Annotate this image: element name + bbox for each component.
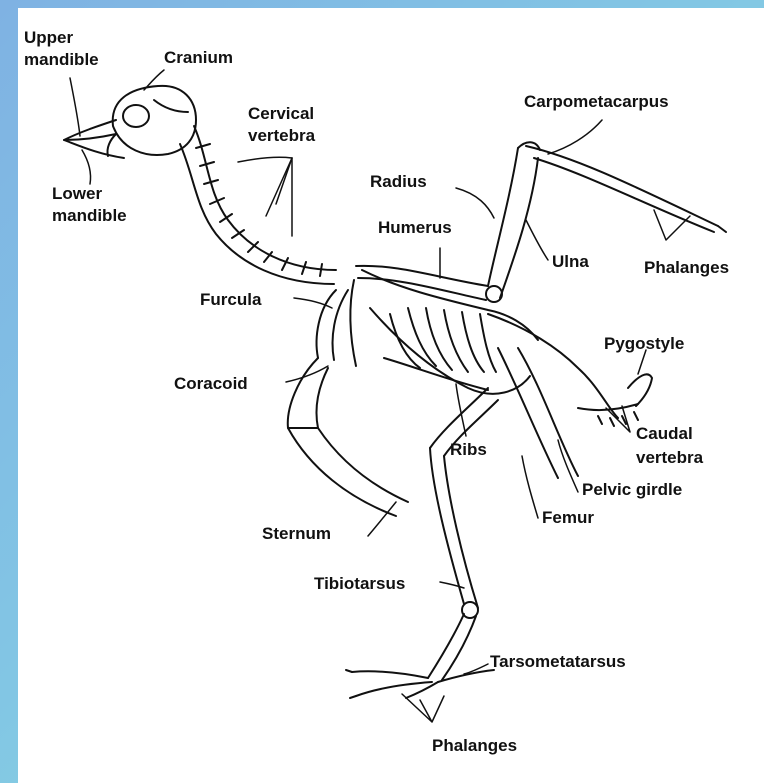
pygostyle-label: Pygostyle <box>604 334 684 354</box>
caudal-vertebra-label-line1: Caudal <box>636 424 693 444</box>
upper-mandible-label-line1: Upper <box>24 28 73 48</box>
carpometacarpus-label: Carpometacarpus <box>524 92 669 112</box>
phalanges-wing-label: Phalanges <box>644 258 729 278</box>
furcula-label: Furcula <box>200 290 261 310</box>
pelvic-girdle-label: Pelvic girdle <box>582 480 682 500</box>
tibiotarsus-label: Tibiotarsus <box>314 574 405 594</box>
radius-label: Radius <box>370 172 427 192</box>
skull <box>64 86 196 158</box>
shoulder-bones <box>317 280 356 366</box>
ulna-label: Ulna <box>552 252 589 272</box>
tarsometatarsus-label: Tarsometatarsus <box>490 652 626 672</box>
cervical-vertebra-label-line2: vertebra <box>248 126 315 146</box>
sternum-keel <box>288 358 408 516</box>
phalanges-foot-label: Phalanges <box>432 736 517 756</box>
diagram-panel: Upper mandible Cranium Cervical vertebra… <box>18 8 764 783</box>
foot-phalanges <box>346 670 494 698</box>
cranium-label: Cranium <box>164 48 233 68</box>
leader-lines <box>70 70 690 722</box>
upper-mandible-label-line2: mandible <box>24 50 99 70</box>
lower-mandible-label-line1: Lower <box>52 184 102 204</box>
cervical-vertebra-label-line1: Cervical <box>248 104 314 124</box>
bird-skeleton-drawing <box>18 8 764 783</box>
ribs-label: Ribs <box>450 440 487 460</box>
sternum-label: Sternum <box>262 524 331 544</box>
caudal-vertebra-label-line2: vertebra <box>636 448 703 468</box>
humerus-label: Humerus <box>378 218 452 238</box>
neck-vertebrae <box>180 126 336 284</box>
coracoid-label: Coracoid <box>174 374 248 394</box>
leg-bones <box>428 388 498 680</box>
lower-mandible-label-line2: mandible <box>52 206 127 226</box>
femur-label: Femur <box>542 508 594 528</box>
